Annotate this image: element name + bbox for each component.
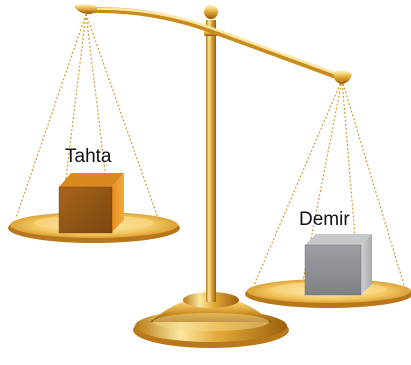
wooden-block-icon bbox=[59, 173, 124, 233]
iron-block-icon bbox=[305, 234, 372, 295]
right-object-label: Demir bbox=[299, 210, 350, 229]
scale-pillar bbox=[204, 5, 218, 302]
left-object-label: Tahta bbox=[65, 147, 111, 166]
